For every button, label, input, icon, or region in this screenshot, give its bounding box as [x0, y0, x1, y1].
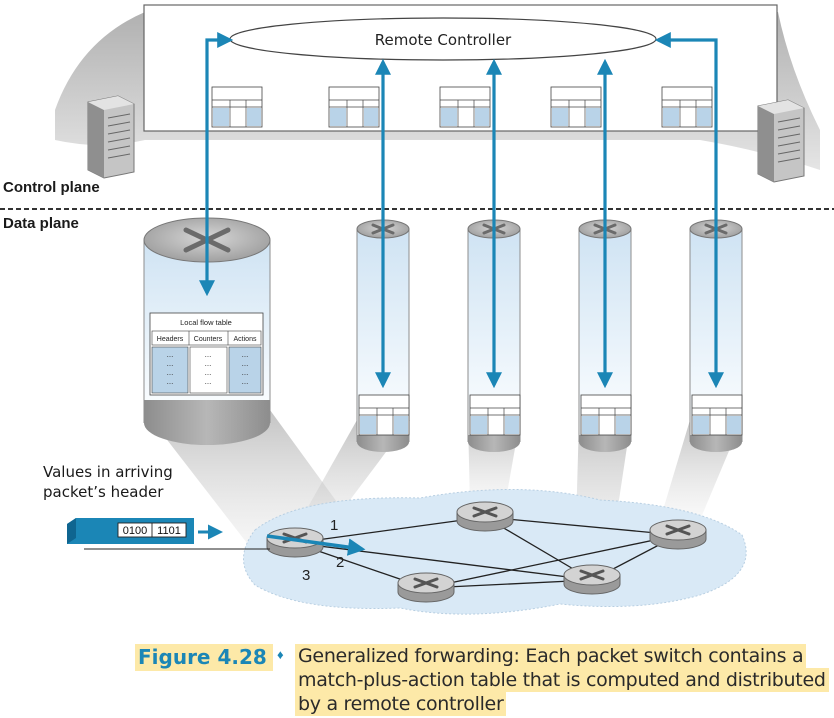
flow-table-cell: ...	[167, 350, 174, 359]
flow-table-cell: ...	[205, 368, 212, 377]
router-top	[456, 501, 514, 532]
server-icon-left	[87, 95, 135, 179]
switch-table-4	[691, 394, 743, 436]
small-switch-cylinders	[356, 219, 743, 452]
local-flow-table-col-headers: Headers	[157, 336, 184, 343]
flow-table-cell: ...	[167, 377, 174, 386]
flow-table-cell: ...	[167, 368, 174, 377]
caption-line-3: by a remote controller	[295, 692, 507, 716]
flow-table-cell: ...	[205, 377, 212, 386]
packet-header-caption-line1: Values in arriving	[43, 463, 173, 481]
packet-header-caption-line2: packet’s header	[43, 483, 164, 501]
arrow-controller-switch-4	[654, 32, 724, 389]
local-flow-table-col-actions: Actions	[234, 336, 257, 343]
flow-table-cell: ...	[205, 359, 212, 368]
packet: 0100 1101	[67, 518, 194, 544]
local-flow-table-title: Local flow table	[180, 318, 232, 327]
caption-line-1: Generalized forwarding: Each packet swit…	[295, 644, 807, 668]
controller-table-5	[661, 86, 713, 128]
switch-table-2	[469, 394, 521, 436]
figure-separator-icon: ♦	[277, 647, 284, 662]
flow-table-cell: ...	[167, 359, 174, 368]
data-plane-label: Data plane	[3, 215, 79, 232]
flow-table-cell: ...	[242, 368, 249, 377]
network-routers	[266, 501, 707, 603]
switch-table-1	[358, 394, 410, 436]
packet-header-caption: Values in arriving packet’s header	[43, 462, 173, 502]
arrow-controller-big-switch	[199, 32, 234, 297]
controller-table-4	[550, 86, 602, 128]
router-bottom	[397, 572, 455, 603]
switch-cylinder-1	[356, 219, 410, 452]
figure-number: Figure 4.28	[135, 644, 273, 671]
switch-table-3	[580, 394, 632, 436]
controller-table-1	[211, 86, 263, 128]
port-label-1: 1	[330, 517, 338, 534]
local-flow-table: Local flow table Headers Counters Action…	[149, 312, 264, 396]
server-icon-right	[757, 99, 805, 183]
flow-table-cell: ...	[242, 377, 249, 386]
controller-table-2	[328, 86, 380, 128]
flow-table-cell: ...	[242, 350, 249, 359]
caption-line-2: match-plus-action table that is computed…	[295, 668, 829, 692]
flow-table-cell: ...	[205, 350, 212, 359]
port-label-2: 2	[336, 554, 344, 571]
router-right	[649, 519, 707, 550]
packet-bits-b: 1101	[157, 525, 181, 537]
router-middle	[563, 564, 621, 595]
packet-bits-a: 0100	[123, 525, 147, 537]
local-flow-table-col-counters: Counters	[194, 336, 223, 343]
port-label-3: 3	[302, 567, 310, 584]
forward-arrow	[266, 534, 366, 556]
control-plane-label: Control plane	[3, 179, 100, 196]
remote-controller-label: Remote Controller	[375, 31, 512, 49]
flow-table-cell: ...	[242, 359, 249, 368]
controller-switch-arrows	[199, 32, 724, 389]
controller-table-3	[439, 86, 491, 128]
